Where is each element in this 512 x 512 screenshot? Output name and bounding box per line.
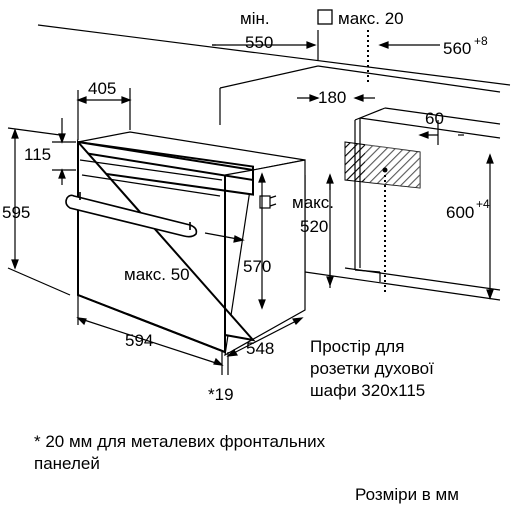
label-180: 180 [318,88,346,107]
label-405: 405 [88,79,116,98]
footnote: * 20 мм для металевих фронтальних панеле… [34,431,325,475]
label-max-short: макс. [292,193,334,212]
label-548: 548 [246,339,274,358]
label-520: 520 [300,217,328,236]
label-max20: макс. 20 [338,9,404,28]
label-600-sup: +4 [476,197,490,211]
socket-label-line2: розетки духової [310,359,434,378]
center-lines [367,30,386,295]
label-594: 594 [125,331,153,350]
footnote-line2: панелей [34,454,100,473]
label-595: 595 [2,203,30,222]
label-570: 570 [243,257,271,276]
oven-front [77,139,256,354]
socket-label-line3: шафи 320x115 [310,381,425,400]
label-115: 115 [24,145,51,164]
dimension-labels: мін. 550 макс. 20 560 +8 405 180 60 115 … [2,9,490,404]
label-560-sup: +8 [474,34,488,48]
footnote-line1: * 20 мм для металевих фронтальних [34,432,326,451]
label-19: *19 [208,385,234,404]
units-note: Розміри в мм [355,485,459,504]
oven-handle [65,192,198,238]
socket-space [344,141,421,189]
mounting-bracket [259,195,277,209]
label-560: 560 [443,39,471,58]
label-550: 550 [245,33,273,52]
label-600: 600 [446,203,474,222]
socket-label-line1: Простір для [310,337,404,356]
label-min: мін. [240,9,270,28]
dimension-lines [7,30,494,375]
small-square-icon [317,9,333,25]
label-max50: макс. 50 [124,265,190,284]
label-60: 60 [425,109,444,128]
